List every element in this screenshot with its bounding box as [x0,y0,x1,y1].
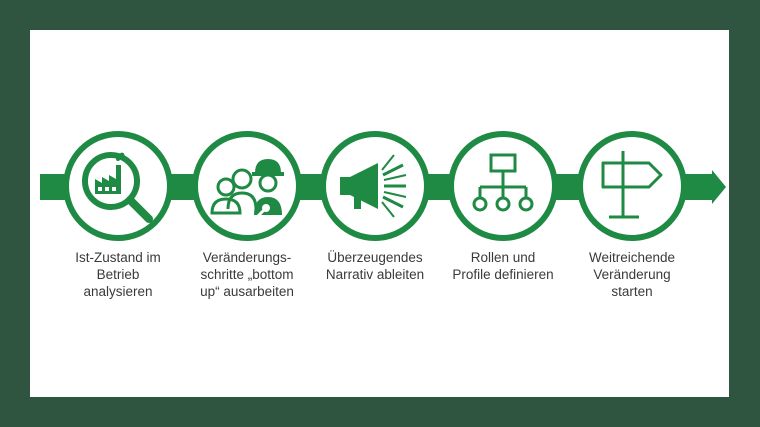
factory-search-icon [69,137,167,235]
megaphone-icon [326,137,424,235]
signpost-icon [583,137,681,235]
step-3-circle [320,131,430,241]
step-1-label: Ist-Zustand im Betrieb analysieren [75,250,161,299]
process-arrow-head [712,170,726,204]
team-worker-icon [198,137,296,235]
step-1-circle [63,131,173,241]
step-5-label: Weitreichende Veränderung starten [588,250,676,299]
step-4-circle [448,131,558,241]
step-5-circle [577,131,687,241]
step-3-label: Überzeugendes Narrativ ableiten [325,250,425,282]
step-4-label: Rollen und Profile definieren [452,250,554,282]
step-2-label: Veränderungs- schritte „bottom up“ ausar… [200,250,294,299]
org-chart-icon [454,137,552,235]
step-2-circle [192,131,302,241]
process-slide: Ist-Zustand im Betrieb analysieren Ver [30,30,729,397]
